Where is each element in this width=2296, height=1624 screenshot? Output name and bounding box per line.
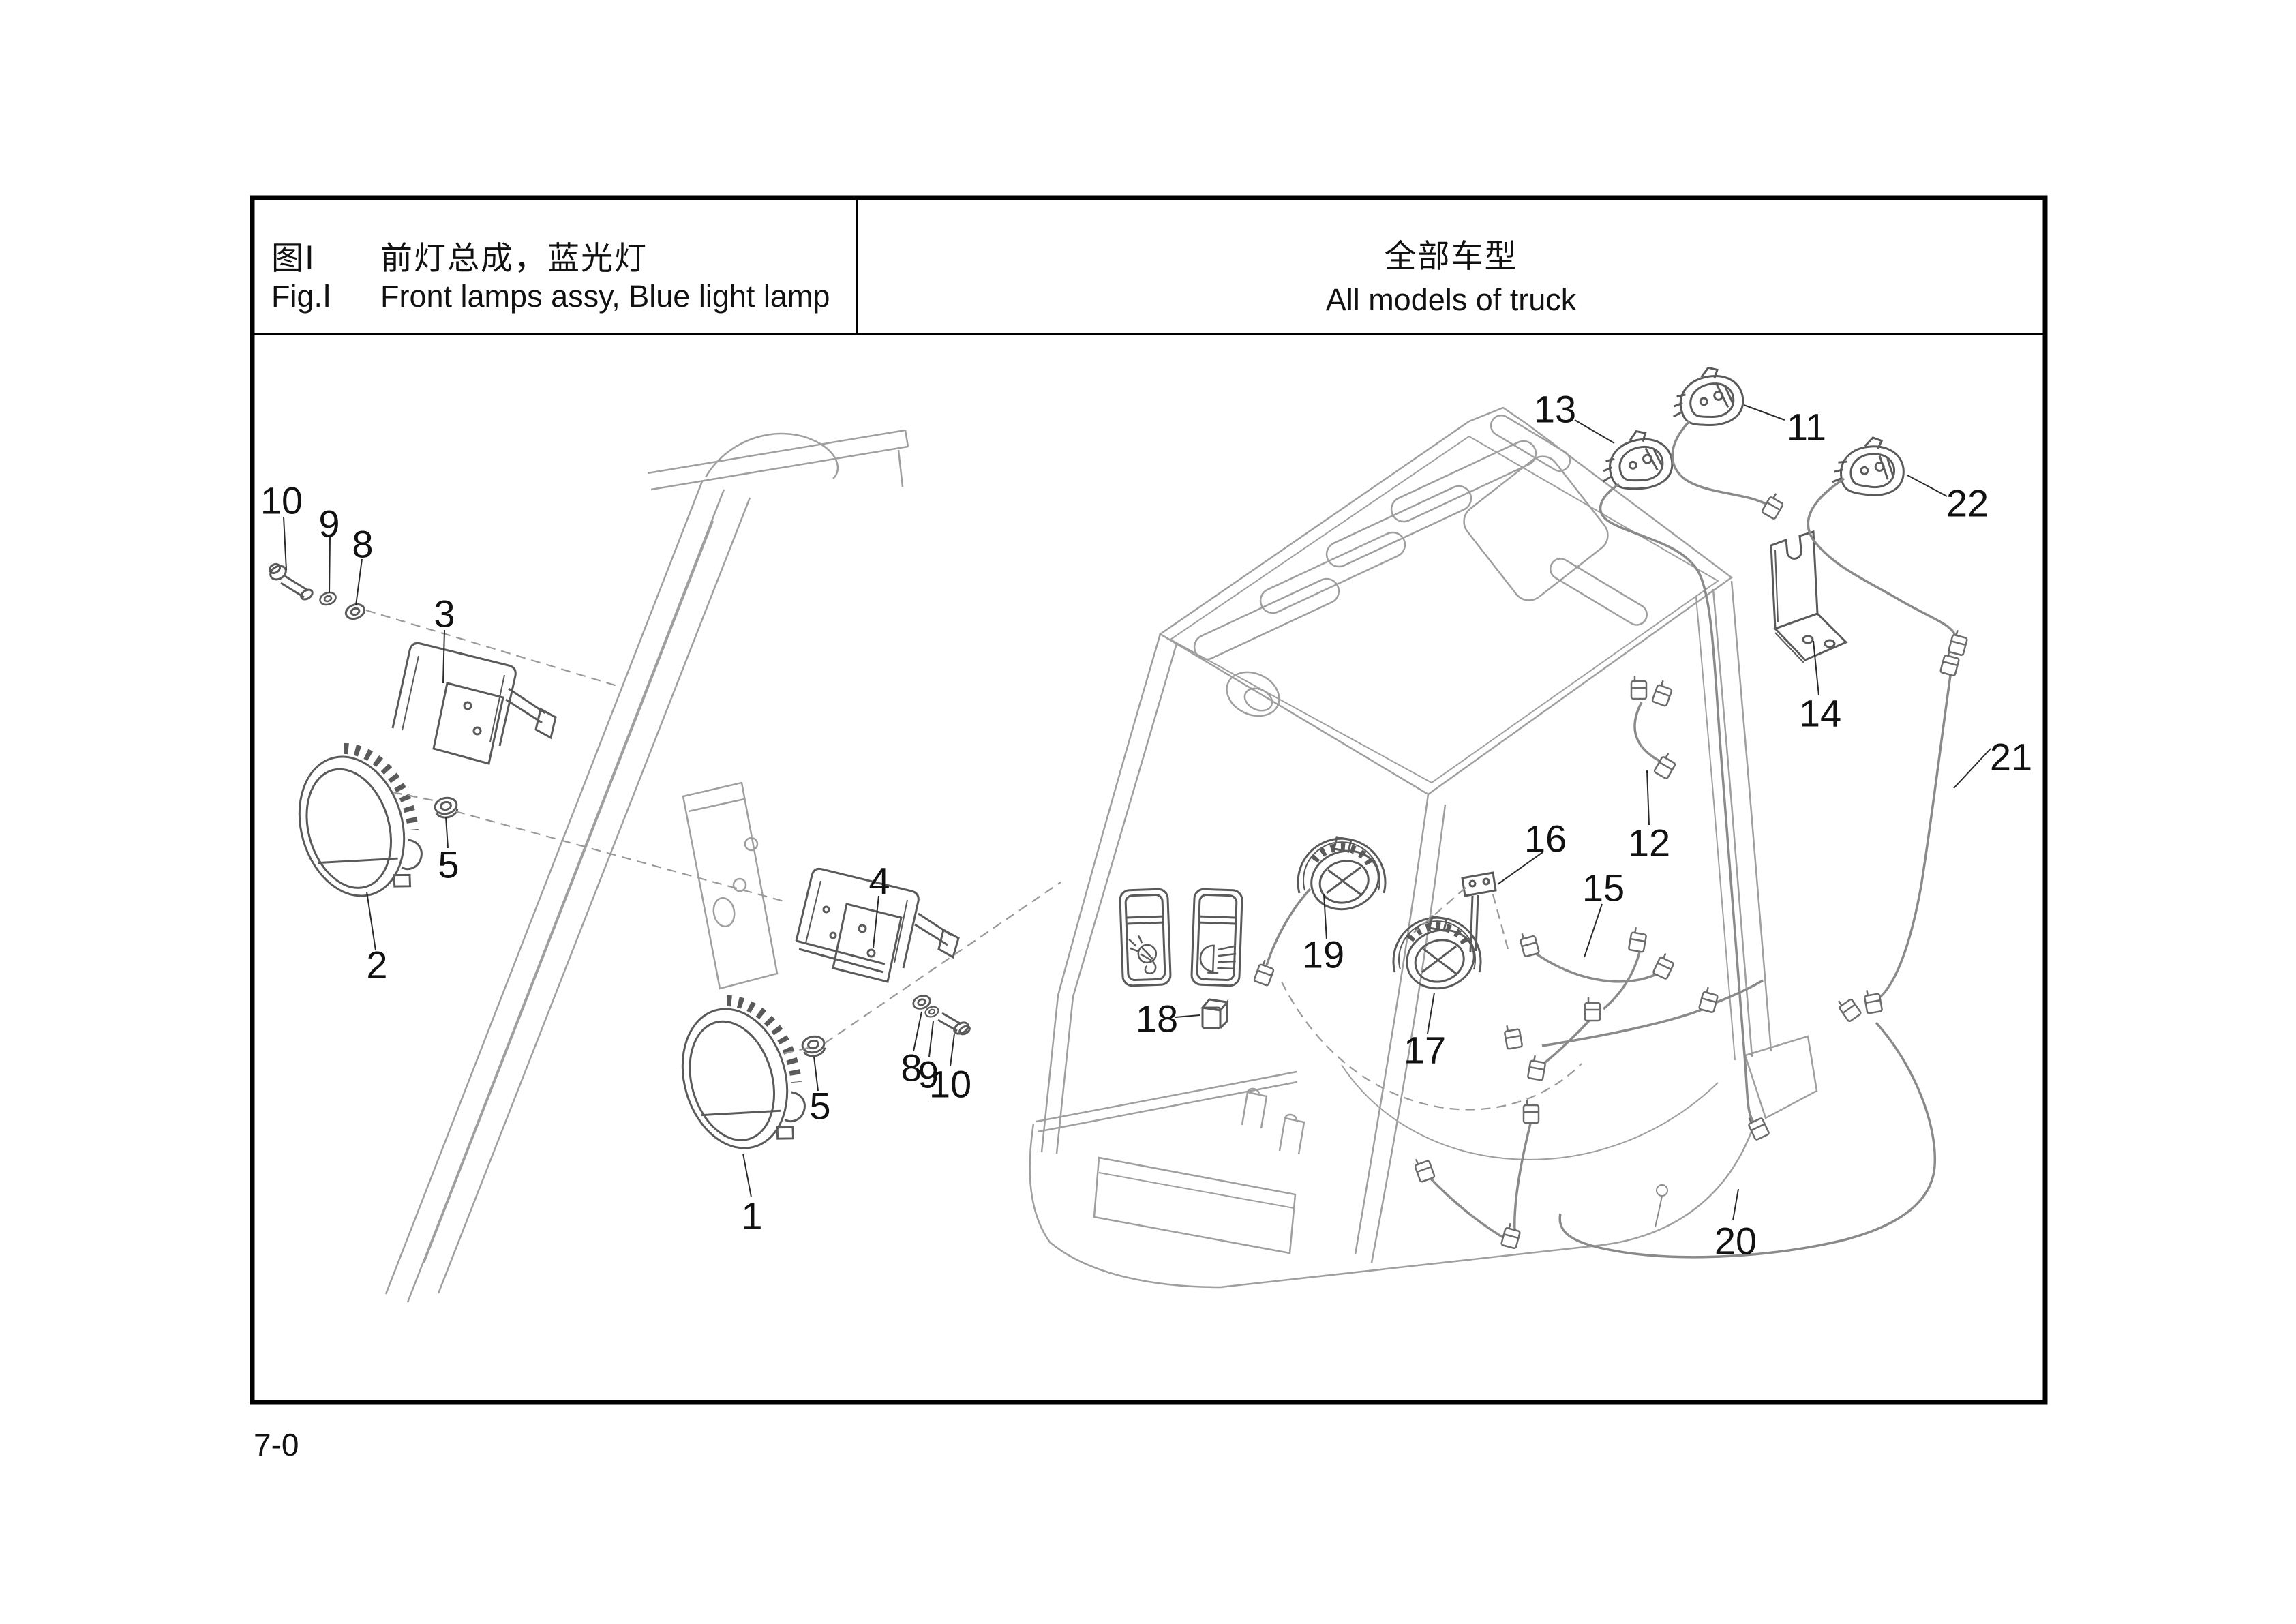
wire-harness-15 (1428, 948, 1764, 1241)
cable-lamp11 (1671, 420, 1768, 506)
blue-lamp-11 (1669, 364, 1746, 429)
callout-4: 4 (868, 859, 890, 903)
bolt-10-center (937, 1012, 971, 1036)
callout-21: 21 (1989, 735, 2033, 779)
cable-lamp19 (1265, 888, 1312, 966)
work-lamp-19 (1298, 837, 1387, 918)
bolt-10-left (268, 562, 314, 601)
lamp2-assembly (268, 562, 557, 911)
callout-10: 10 (928, 1062, 972, 1106)
callout-2: 2 (366, 943, 388, 987)
callout-8: 8 (901, 1046, 922, 1089)
cable-clip-line (1655, 1195, 1663, 1228)
cab-outline (1029, 406, 1818, 1289)
cable-20 (1558, 1021, 1937, 1259)
nut-5-left (432, 794, 460, 821)
figure-number-cn: 图Ⅰ (271, 240, 316, 276)
page-frame (250, 195, 2048, 1405)
bracket-3 (391, 642, 557, 765)
callout-8: 8 (352, 522, 374, 566)
callout-16: 16 (1524, 817, 1567, 860)
callout-20: 20 (1714, 1219, 1757, 1263)
callout-18: 18 (1135, 997, 1179, 1040)
callout-5: 5 (809, 1084, 831, 1128)
callout-15: 15 (1582, 866, 1625, 909)
callout-11: 11 (1786, 405, 1827, 449)
cables (1265, 420, 1957, 1259)
mast-structure (384, 429, 909, 1303)
blue-lamp-13 (1597, 427, 1676, 494)
callout-19: 19 (1301, 933, 1345, 976)
callout-3: 3 (434, 592, 455, 635)
connector-18 (1200, 998, 1229, 1029)
cable-21 (1877, 670, 1952, 999)
callout-10: 10 (260, 479, 303, 522)
switch-panel (1119, 888, 1243, 987)
applicability-cell: 全部车型 All models of truck (857, 235, 2045, 322)
lamp-2 (282, 736, 430, 911)
applicability-cn: 全部车型 (1384, 238, 1518, 274)
page-number: 7-0 (254, 1427, 299, 1462)
figure-number-en: Fig.Ⅰ (271, 279, 332, 314)
washer-8-left (342, 601, 368, 622)
lamp1-assembly (665, 867, 971, 1163)
wire-12 (1633, 702, 1663, 764)
blue-lamp-22 (1830, 434, 1907, 498)
beacon-lamp-icon (1128, 935, 1158, 975)
lamp-1 (665, 988, 813, 1163)
callout-5: 5 (438, 843, 459, 886)
callout-9: 9 (318, 502, 340, 545)
cable-lamp13 (1599, 483, 1757, 1126)
figure-title-row-en: Fig.Ⅰ Front lamps assy, Blue light lamp (271, 278, 830, 314)
blue-lamp-switch (1119, 888, 1172, 987)
callout-22: 22 (1946, 481, 1989, 525)
figure-title-en: Front lamps assy, Blue light lamp (380, 279, 830, 314)
headlight-switch (1190, 888, 1243, 987)
washer-9-left (317, 589, 339, 608)
alignment-dashes (365, 609, 1582, 1111)
cable-lamp22 (1807, 477, 1957, 636)
nut-5-center (800, 1033, 828, 1059)
callout-12: 12 (1627, 821, 1671, 864)
work-lamp-17 (1393, 916, 1482, 997)
applicability-en: All models of truck (1325, 282, 1577, 317)
bracket-4 (795, 867, 960, 983)
callout-17: 17 (1403, 1028, 1447, 1072)
callout-1: 1 (741, 1194, 763, 1237)
leader-lines (283, 404, 1991, 1221)
callout-13: 13 (1533, 387, 1577, 431)
headlight-icon (1199, 944, 1237, 974)
figure-title-cn: 前灯总成，蓝光灯 (380, 240, 648, 276)
figure-title-row-cn: 图Ⅰ 前灯总成，蓝光灯 (271, 232, 648, 279)
callout-9: 9 (918, 1053, 939, 1096)
callout-14: 14 (1798, 691, 1842, 735)
bracket-14 (1770, 530, 1848, 663)
